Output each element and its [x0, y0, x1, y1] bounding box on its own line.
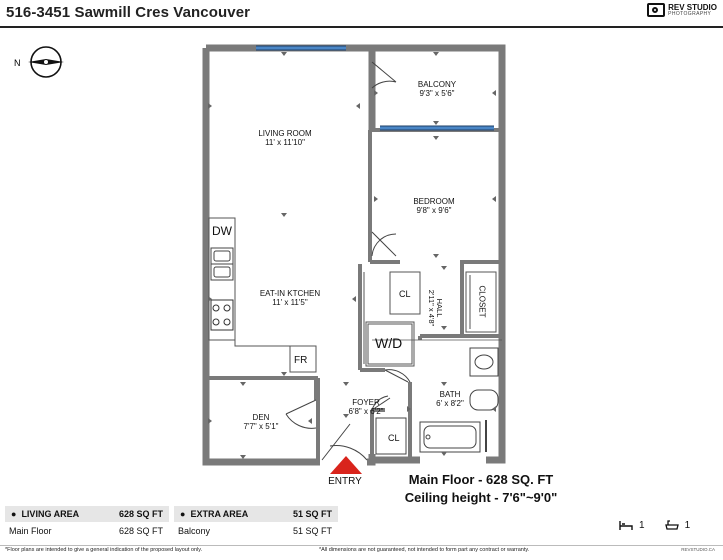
living-area-total: 628 SQ FT: [118, 509, 163, 519]
bedroom-count: 1: [639, 519, 645, 531]
room-bedroom-dims: 9'8" x 9'6": [416, 206, 452, 215]
extra-area-row-value: 51 SQ FT: [292, 526, 332, 536]
kitchen-sink: [210, 247, 234, 281]
closet-lower-label: CL: [388, 433, 400, 443]
room-bath: BATH 6' x 8'2": [436, 390, 464, 408]
cooktop: [210, 299, 234, 331]
room-living: LIVING ROOM 11' x 11'10": [258, 129, 311, 147]
room-kitchen-dims: 11' x 11'5": [272, 298, 308, 307]
room-kitchen-name: EAT-IN KTCHEN: [259, 289, 321, 298]
entry-label: ENTRY: [328, 476, 362, 487]
summary-ceiling: Ceiling height - 7'6"~9'0": [404, 490, 558, 505]
camera-icon: [647, 3, 666, 17]
bed-icon: [619, 521, 633, 530]
compass: N: [14, 46, 68, 83]
bedroom-closet-label: CLOSET: [477, 285, 487, 318]
room-foyer: FOYER 6'8" x 6'2": [349, 398, 384, 416]
table-row: Balcony 51 SQ FT: [174, 522, 338, 538]
room-balcony-name: BALCONY: [417, 80, 457, 89]
listing-title: 516-3451 Sawmill Cres Vancouver: [6, 4, 251, 21]
room-balcony: BALCONY 9'3" x 5'6": [418, 80, 456, 98]
brand-logo: REV STUDIO PHOTOGRAPHY: [647, 3, 717, 17]
room-den-name: DEN: [252, 413, 270, 422]
header-divider: [0, 26, 723, 28]
table-row: Main Floor 628 SQ FT: [5, 522, 169, 538]
room-counts: 1 1: [619, 519, 690, 531]
dishwasher-label: DW: [212, 224, 232, 238]
doors: [285, 61, 411, 461]
living-area-title: LIVING AREA: [21, 509, 80, 519]
extra-area-title: EXTRA AREA: [190, 509, 249, 519]
room-foyer-dims: 6'8" x 6'2": [348, 407, 384, 416]
bullet-icon: ●: [180, 509, 186, 519]
extra-area-row-label: Balcony: [178, 526, 211, 536]
room-balcony-dims: 9'3" x 5'6": [419, 89, 455, 98]
room-living-name: LIVING ROOM: [258, 129, 312, 138]
room-bedroom: BEDROOM 9'8" x 9'6": [413, 197, 454, 215]
living-area-row-label: Main Floor: [9, 526, 52, 536]
kitchen-counter: [208, 217, 317, 373]
room-foyer-name: FOYER: [352, 398, 380, 407]
footer-divider: [0, 545, 723, 546]
room-hall-dims: 2'11" x 4'8": [427, 289, 437, 327]
windows: [256, 45, 494, 131]
bath-fixtures: [419, 347, 499, 453]
living-area-table: ● LIVING AREA 628 SQ FT Main Floor 628 SQ…: [5, 506, 169, 538]
bathtub-icon: [664, 520, 679, 530]
bullet-icon: ●: [11, 509, 17, 519]
closet-upper-label: CL: [399, 289, 411, 299]
room-hall-name: HALL: [435, 298, 445, 318]
room-bath-dims: 6' x 8'2": [436, 399, 464, 408]
extra-area-total: 51 SQ FT: [292, 509, 332, 519]
disclaimer-dimensions: *All dimensions are not guaranteed, not …: [319, 547, 530, 553]
floor-summary: Main Floor - 628 SQ. FT Ceiling height -…: [381, 471, 581, 507]
room-den: DEN 7'7" x 5'1": [244, 413, 279, 431]
room-bath-name: BATH: [439, 390, 461, 399]
extra-area-table: ● EXTRA AREA 51 SQ FT Balcony 51 SQ FT: [174, 506, 338, 538]
room-kitchen: EAT-IN KTCHEN 11' x 11'5": [260, 289, 320, 307]
fridge-label: FR: [294, 355, 308, 366]
footer-website: REVSTUDIO.CA: [681, 547, 715, 552]
room-hall: HALL 2'11" x 4'8": [427, 289, 445, 327]
washer-dryer-label: W/D: [375, 335, 403, 351]
room-den-dims: 7'7" x 5'1": [243, 422, 279, 431]
room-living-dims: 11' x 11'10": [265, 138, 305, 147]
living-area-row-value: 628 SQ FT: [118, 526, 163, 536]
living-area-header: ● LIVING AREA 628 SQ FT: [5, 506, 169, 522]
entry-arrow-icon: [330, 456, 362, 474]
compass-north-label: N: [14, 58, 21, 68]
disclaimer-layout: *Floor plans are intended to give a gene…: [5, 547, 203, 553]
summary-area: Main Floor - 628 SQ. FT: [408, 472, 554, 487]
extra-area-header: ● EXTRA AREA 51 SQ FT: [174, 506, 338, 522]
bathroom-count: 1: [684, 519, 691, 531]
brand-name: REV STUDIO: [668, 2, 717, 12]
brand-subtitle: PHOTOGRAPHY: [668, 10, 712, 17]
room-bedroom-name: BEDROOM: [413, 197, 455, 206]
area-tables: ● LIVING AREA 628 SQ FT Main Floor 628 SQ…: [5, 506, 338, 538]
